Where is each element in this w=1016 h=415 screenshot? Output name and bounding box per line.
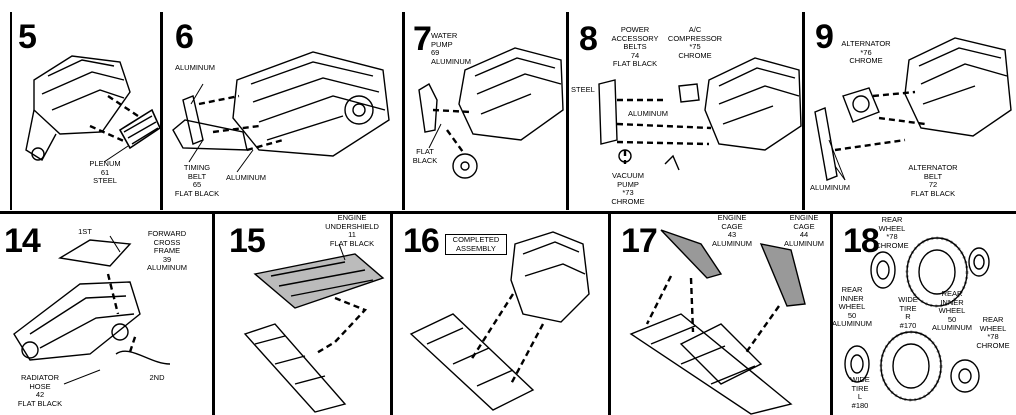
engine-cage-illustration	[629, 229, 806, 415]
ac-compressor-label: A/C COMPRESSOR *75 CHROME	[667, 25, 723, 60]
rear-wheel-top-label: REAR WHEEL *78 CHROME	[875, 215, 909, 250]
step-8-panel: 8 POWER ACCESSORY BELTS 74 FLAT BLACK A/…	[569, 0, 802, 211]
step-number: 7	[413, 20, 432, 58]
alternator-label: ALTERNATOR *76 CHROME	[841, 39, 891, 65]
engine-cage-right-label: ENGINE CAGE 44 ALUMINUM	[783, 213, 824, 248]
accessory-drive-illustration	[598, 57, 802, 171]
step-7-panel: 7 WATER PUMP 69 ALUMINUM FLAT BLACK	[405, 0, 566, 211]
step-number: 9	[815, 18, 834, 56]
step-14-panel: 14 1ST FORWARD CROSS FRAME 39 ALUMINUM 2…	[0, 214, 212, 415]
divider-8-9	[802, 12, 805, 210]
divider-6-7	[402, 12, 405, 210]
engine-undershield-label: ENGINE UNDERSHIELD 11 FLAT BLACK	[325, 213, 379, 248]
step-number: 5	[18, 18, 37, 56]
aluminum-bottom-label: ALUMINUM	[225, 173, 266, 182]
engine-belt-illustration	[172, 51, 390, 173]
power-belts-label: POWER ACCESSORY BELTS 74 FLAT BLACK	[611, 25, 659, 68]
alternator-illustration	[814, 37, 1012, 181]
divider-16-17	[608, 213, 611, 415]
left-edge-line	[10, 12, 12, 210]
divider-7-8	[566, 12, 569, 210]
step-number: 8	[579, 20, 598, 58]
step-number: 17	[621, 222, 658, 260]
timing-belt-label: TIMING BELT 65 FLAT BLACK	[174, 163, 220, 198]
divider-17-18	[830, 213, 833, 415]
divider-15-16	[390, 213, 393, 415]
step-number: 15	[229, 222, 266, 260]
rear-inner-right-label: REAR INNER WHEEL 50 ALUMINUM	[931, 289, 972, 332]
engine-cage-left-label: ENGINE CAGE 43 ALUMINUM	[711, 213, 752, 248]
plenum-label: PLENUM 61 STEEL	[89, 159, 121, 185]
undershield-illustration	[243, 243, 385, 413]
rear-wheel-right-label: REAR WHEEL *78 CHROME	[976, 315, 1010, 350]
divider-14-15	[212, 213, 215, 415]
vacuum-pump-label: VACUUM PUMP *73 CHROME	[611, 171, 645, 206]
aluminum-top-label: ALUMINUM	[175, 63, 216, 72]
aluminum-label: ALUMINUM	[627, 109, 668, 118]
water-pump-label: WATER PUMP 69 ALUMINUM	[431, 31, 472, 66]
second-label: 2ND	[149, 373, 165, 382]
completed-assembly-illustration	[409, 231, 590, 411]
wide-tire-l-label: WIDE TIRE L #180	[850, 375, 870, 410]
divider-5-6	[160, 12, 163, 210]
forward-frame-label: FORWARD CROSS FRAME 39 ALUMINUM	[146, 229, 187, 272]
engine-illustration	[25, 55, 162, 163]
water-pump-illustration	[418, 47, 564, 179]
step-number: 6	[175, 18, 194, 56]
completed-assembly-label: COMPLETED ASSEMBLY	[445, 234, 507, 255]
alternator-belt-label: ALTERNATOR BELT 72 FLAT BLACK	[908, 163, 958, 198]
rear-inner-left-label: REAR INNER WHEEL 50 ALUMINUM	[831, 285, 872, 328]
step-6-panel: 6 ALUMINUM TIMING BELT 65 FLAT BLACK ALU…	[163, 0, 402, 211]
step-15-panel: 15 ENGINE UNDERSHIELD 11 FLAT BLACK	[215, 213, 390, 415]
steel-label: STEEL	[571, 85, 595, 94]
step-number: 16	[403, 222, 440, 260]
radiator-hose-label: RADIATOR HOSE 42 FLAT BLACK	[17, 373, 63, 408]
step-9-panel: 9 ALTERNATOR *76 CHROME ALTERNATOR BELT …	[805, 0, 1016, 211]
step-number: 18	[843, 222, 880, 260]
step-16-panel: 16 COMPLETED ASSEMBLY	[393, 214, 608, 415]
step-5-panel: 5 PLENUM 61 STEEL	[12, 0, 162, 211]
wheels-tires-illustration	[844, 236, 990, 402]
wide-tire-r-label: WIDE TIRE R #170	[898, 295, 918, 330]
flat-black-label: FLAT BLACK	[412, 147, 438, 165]
step-number: 14	[4, 222, 41, 260]
step-17-panel: 17 ENGINE CAGE 43 ALUMINUM ENGINE CAGE 4…	[611, 213, 830, 415]
aluminum-label: ALUMINUM	[809, 183, 850, 192]
step-18-panel: 18 REAR WHEEL *78 CHROME REAR INNER WHEE…	[832, 214, 1016, 415]
first-label: 1ST	[78, 227, 92, 236]
frame-illustration	[13, 235, 171, 385]
row-divider	[0, 211, 1016, 214]
